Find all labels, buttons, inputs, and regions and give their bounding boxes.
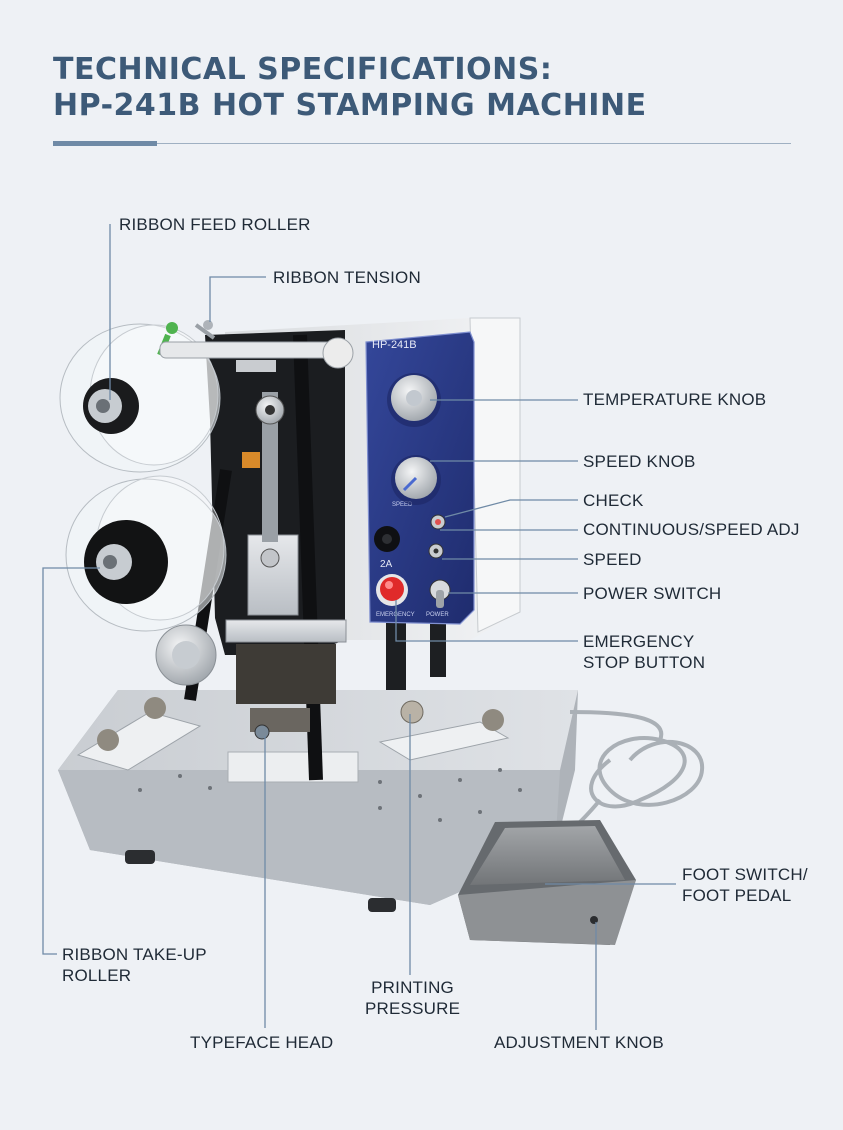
callout-ribbon-takeup-line-1: RIBBON TAKE-UP (62, 945, 207, 964)
callout-ribbon-takeup-line-2: ROLLER (62, 966, 132, 985)
print-head-assembly (225, 392, 347, 704)
callout-emergency-stop-line-1: EMERGENCY (583, 632, 695, 651)
callout-speed-knob: SPEED KNOB (583, 452, 696, 471)
callout-ribbon-tension: RIBBON TENSION (273, 268, 421, 287)
lower-roller (155, 624, 217, 686)
title-accent-bar (53, 141, 157, 146)
emergency-stop-button (376, 574, 408, 606)
callout-foot-switch-line-2: FOOT PEDAL (682, 886, 792, 905)
panel-power-text: POWER (426, 612, 449, 618)
leader-ribbon-takeup (42, 567, 100, 955)
left-guide-clamp (76, 697, 202, 771)
callout-adjustment-knob: ADJUSTMENT KNOB (494, 1033, 664, 1052)
callout-temperature-knob: TEMPERATURE KNOB (583, 390, 767, 409)
callout-typeface-head: TYPEFACE HEAD (190, 1033, 334, 1052)
leader-check (444, 499, 578, 518)
callout-continuous-speed-adj: CONTINUOUS/SPEED ADJ (583, 520, 800, 539)
fuse-holder: 2A (374, 526, 400, 570)
callout-emergency-stop-line-2: STOP BUTTON (583, 653, 706, 672)
title-line-1: TECHNICAL SPECIFICATIONS: (53, 52, 553, 87)
fuse-rating-text: 2A (380, 559, 393, 570)
callout-foot-switch-line-1: FOOT SWITCH/ (682, 865, 808, 884)
callout-speed: SPEED (583, 550, 642, 569)
panel-speed-text: SPEED (392, 502, 413, 508)
callout-check: CHECK (583, 491, 644, 510)
speed-knob (391, 455, 441, 505)
continuous-speed-toggle (428, 543, 444, 559)
leader-ribbon-tension (209, 276, 266, 322)
leader-lines (42, 224, 676, 1030)
callout-ribbon-takeup-roller: RIBBON TAKE-UP ROLLER (62, 944, 207, 986)
callout-printing-pressure-line-1: PRINTING (371, 978, 454, 997)
title-divider (53, 143, 791, 144)
right-guide-clamp (378, 709, 510, 761)
callout-printing-pressure: PRINTING PRESSURE (365, 977, 460, 1019)
foot-pedal (458, 820, 636, 945)
ribbon-takeup-roller (65, 475, 227, 632)
callout-printing-pressure-line-2: PRESSURE (365, 999, 461, 1018)
leader-emergency-stop (395, 600, 578, 642)
page-title: TECHNICAL SPECIFICATIONS: HP-241B HOT ST… (53, 52, 647, 124)
model-plate-text: HP-241B (372, 339, 417, 351)
temperature-knob (387, 373, 441, 427)
top-guide-bar (159, 337, 354, 369)
panel-support-legs (386, 615, 446, 690)
ribbon-feed-roller (59, 323, 221, 473)
pressure-knob (400, 700, 424, 724)
typeface-head (250, 708, 310, 740)
panel-emergency-text: EMERGENCY (376, 612, 415, 618)
callout-ribbon-feed-roller: RIBBON FEED ROLLER (119, 215, 311, 234)
callout-power-switch: POWER SWITCH (583, 584, 722, 603)
power-switch (429, 579, 451, 608)
title-line-2: HP-241B HOT STAMPING MACHINE (53, 88, 647, 123)
callout-emergency-stop: EMERGENCY STOP BUTTON (583, 631, 705, 673)
check-toggle (430, 514, 446, 530)
callout-foot-switch: FOOT SWITCH/ FOOT PEDAL (682, 864, 808, 906)
